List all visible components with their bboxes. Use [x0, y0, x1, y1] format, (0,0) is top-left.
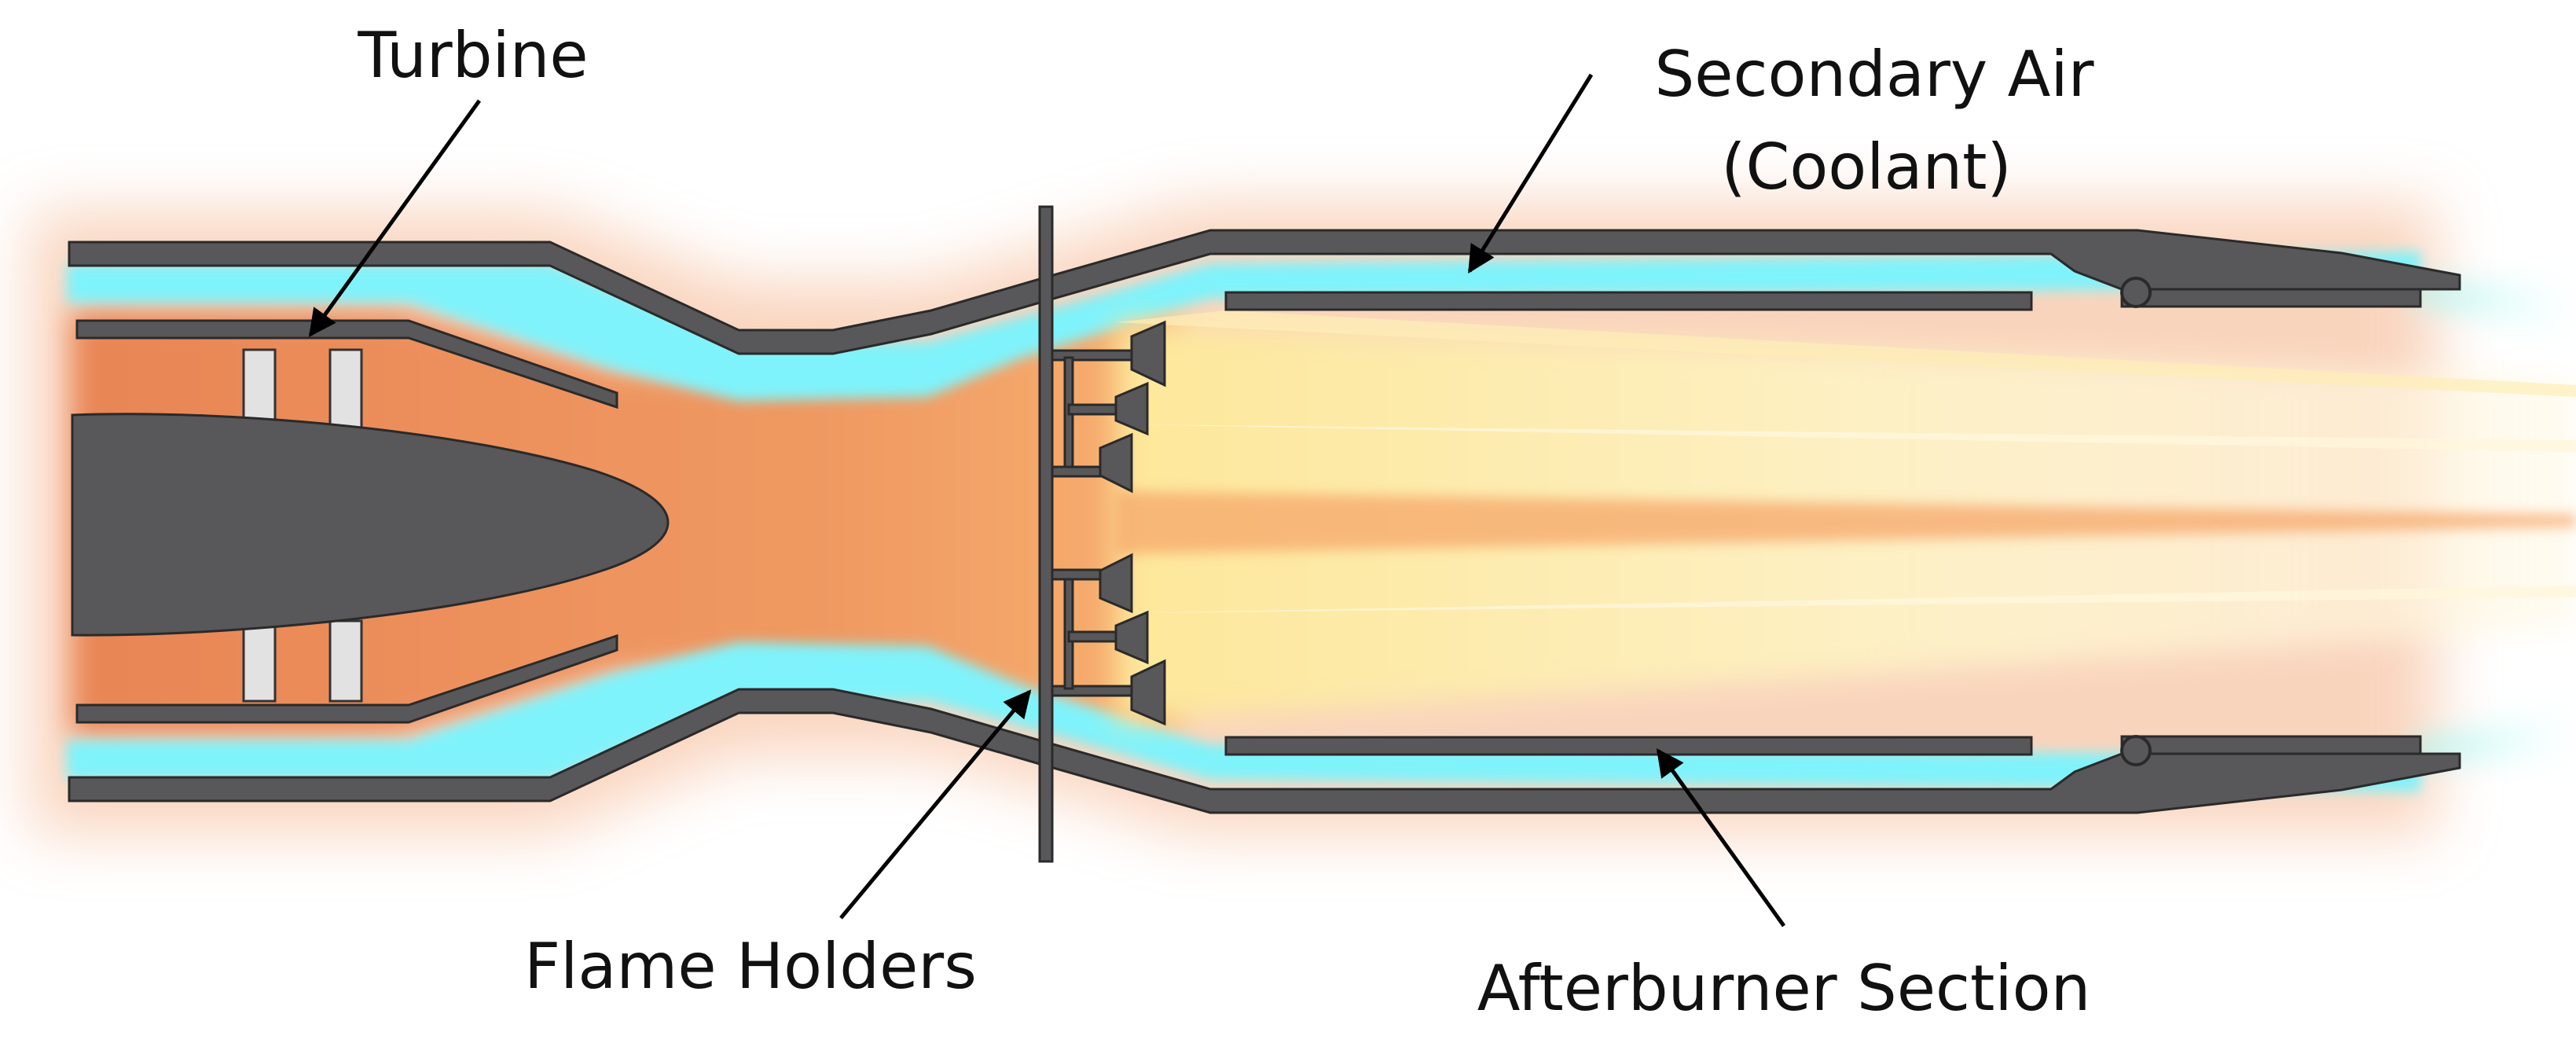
afterburner-liner-bottom [1224, 736, 2033, 756]
tail-cone [71, 413, 670, 637]
afterburner-section-label: Afterburner Section [1477, 952, 2091, 1025]
secondary-air-label: Secondary Air [1655, 38, 2094, 111]
flame-holders-label: Flame Holders [524, 930, 977, 1003]
afterburner-section-arrow [1656, 748, 1786, 927]
coolant-label: (Coolant) [1721, 130, 2012, 204]
turbine-arrow [308, 99, 482, 337]
nozzle-flap-bottom [2120, 735, 2422, 766]
secondary-air-arrow [1467, 73, 1594, 274]
turbine-casing-bottom [75, 634, 618, 724]
exhaust-plume-bottom [2413, 705, 2576, 764]
afterburner-liner-top [1224, 291, 2033, 311]
turbine-casing-top [75, 319, 618, 409]
nozzle-flap-top [2120, 277, 2422, 308]
flame-holders-top [1051, 320, 1166, 494]
flame-holders-bottom [1051, 553, 1166, 726]
exhaust-plume-top [2413, 279, 2576, 338]
flame-holders-arrow [839, 689, 1032, 920]
turbine-label: Turbine [357, 19, 588, 92]
coolant-channel-top [67, 252, 2420, 401]
flame-holder-strut [1038, 205, 1054, 863]
afterburner-flame [1116, 310, 2576, 723]
